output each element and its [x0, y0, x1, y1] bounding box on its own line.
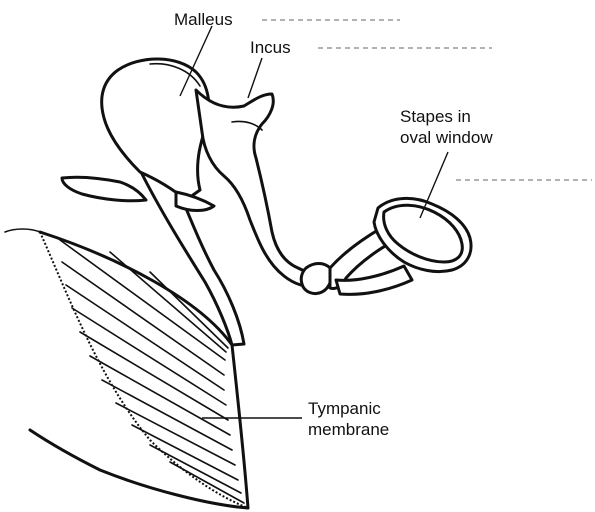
tympanic-membrane-label: Tympanic membrane	[308, 398, 389, 440]
incus-shape	[196, 90, 318, 287]
incus-label: Incus	[250, 37, 291, 58]
stapes-shape	[301, 198, 471, 294]
malleus-label: Malleus	[174, 9, 233, 30]
malleus-shape	[62, 59, 214, 211]
incus-leader-line	[248, 58, 262, 98]
stapes-label: Stapes in oval window	[400, 106, 493, 148]
